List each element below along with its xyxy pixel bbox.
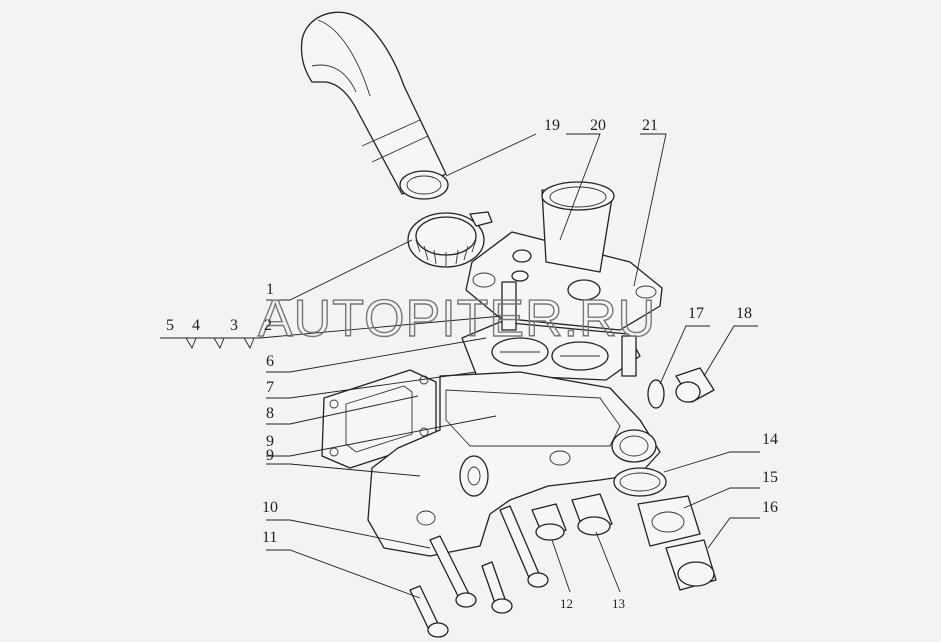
- callout-label-9-lower: 9: [266, 447, 274, 464]
- callout-label-4: 4: [192, 317, 200, 334]
- callout-label-16: 16: [762, 499, 778, 516]
- callout-labels: 1 2 3 4 5 6 7 8 9 9 10 11 12 13 14 15 16…: [166, 117, 778, 611]
- part-fitting-assembly: [613, 467, 717, 591]
- callout-label-6: 6: [266, 353, 274, 370]
- part-drain-plug: [647, 367, 715, 409]
- part-main-housing: [367, 371, 661, 557]
- callout-label-14: 14: [762, 431, 778, 448]
- callout-label-13: 13: [612, 596, 625, 611]
- callout-label-7: 7: [266, 379, 274, 396]
- callout-label-12: 12: [560, 596, 573, 611]
- callout-label-21: 21: [642, 117, 658, 134]
- callout-label-2: 2: [264, 317, 272, 334]
- callout-label-19: 19: [544, 117, 560, 134]
- part-hose-clamp: [407, 211, 493, 268]
- callout-label-9-upper: 9: [266, 433, 274, 450]
- callout-label-20: 20: [590, 117, 606, 134]
- callout-label-5: 5: [166, 317, 174, 334]
- callout-label-18: 18: [736, 305, 752, 322]
- callout-label-8: 8: [266, 405, 274, 422]
- part-plugs: [531, 493, 613, 541]
- leader-lines: [160, 133, 760, 599]
- callout-label-15: 15: [762, 469, 778, 486]
- callout-label-1: 1: [266, 281, 274, 298]
- callout-label-17: 17: [688, 305, 704, 322]
- part-hose: [300, 11, 449, 200]
- callout-label-3: 3: [230, 317, 238, 334]
- callout-label-10: 10: [262, 499, 278, 516]
- callout-label-11: 11: [262, 529, 277, 546]
- watermark: AUTOPITER.RU: [258, 290, 656, 348]
